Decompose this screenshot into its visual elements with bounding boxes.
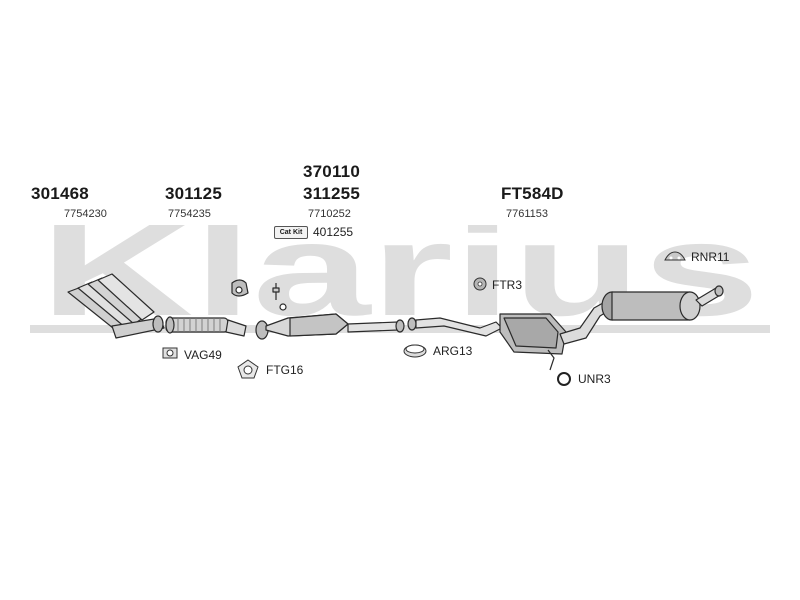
ref-number-7754235: 7754235 [168,208,211,220]
accessory-unr3: UNR3 [578,372,611,386]
ref-number-7754230: 7754230 [64,208,107,220]
accessory-ftg16: FTG16 [266,363,304,377]
accessory-vag49: VAG49 [184,348,222,362]
part-number-ft584d: FT584D [501,184,564,203]
o-ring-icon [557,372,571,386]
accessory-ftr3: FTR3 [492,278,522,292]
rear-section-part [407,297,617,371]
gasket-icon [237,359,259,379]
rubber-ring-icon [403,344,427,358]
bolt-part [272,283,287,311]
ref-number-7761153: 7761153 [506,208,549,220]
accessory-arg13: ARG13 [433,344,473,358]
cat-kit-code: 401255 [313,225,354,239]
flex-pipe-part [165,316,247,337]
ref-number-7710252: 7710252 [308,208,351,220]
part-number-311255: 311255 [303,184,360,203]
manifold-part [67,273,165,339]
rear-silencer-part [601,285,724,321]
rubber-mount-icon [664,251,686,261]
part-number-301468: 301468 [31,184,89,203]
part-number-370110: 370110 [303,162,360,181]
catalytic-converter-part [255,313,405,340]
accessory-rnr11: RNR11 [691,250,730,264]
part-number-301125: 301125 [165,184,222,203]
mounting-bracket-part [231,279,249,297]
cat-kit-badge: Cat Kit [274,226,308,239]
hanger-icon [473,277,487,291]
bracket-icon [162,347,178,359]
